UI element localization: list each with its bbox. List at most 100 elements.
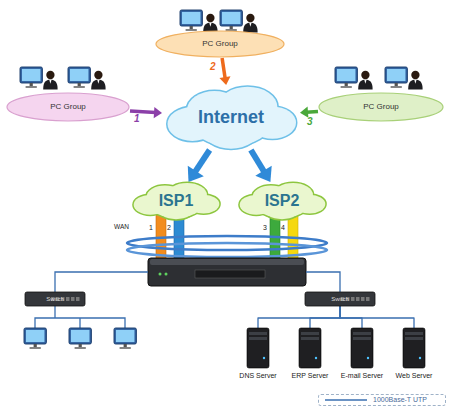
server-node: ERP Server xyxy=(285,328,335,380)
pc-icon xyxy=(180,10,218,32)
arrow-head xyxy=(219,76,230,85)
stand-base xyxy=(30,347,41,349)
screen xyxy=(116,330,135,342)
pc-icon xyxy=(385,67,423,89)
connector-line xyxy=(258,306,340,328)
server-bay xyxy=(405,332,423,335)
legend-line xyxy=(325,399,367,400)
group-ellipse-shape xyxy=(156,31,284,57)
switch-port xyxy=(76,297,80,301)
router-ports xyxy=(195,270,265,278)
server-bay xyxy=(405,337,423,340)
person-head xyxy=(361,71,369,79)
connector-line xyxy=(340,306,414,328)
wire xyxy=(55,272,148,292)
group-ellipse-shape xyxy=(319,93,443,121)
person-head xyxy=(94,71,102,79)
server-node: DNS Server xyxy=(233,328,283,380)
person-body xyxy=(91,80,105,90)
switch-label: Switch xyxy=(46,296,64,303)
switch-box: Switch xyxy=(305,292,375,306)
monitor xyxy=(114,328,136,344)
arrow-head xyxy=(188,166,204,182)
server-node-outline xyxy=(285,328,335,380)
switch-port xyxy=(361,297,365,301)
connector xyxy=(219,58,230,85)
wire xyxy=(306,272,340,292)
stand-base xyxy=(75,347,86,349)
person-body xyxy=(43,80,57,90)
stand xyxy=(190,26,193,29)
connector-line xyxy=(306,110,318,114)
person-shirt xyxy=(414,80,416,84)
pc-icon xyxy=(114,328,136,349)
connector-line xyxy=(310,306,340,328)
arrow-head xyxy=(154,107,162,118)
server-label: ERP Server xyxy=(292,372,329,380)
person-shirt xyxy=(209,23,211,27)
monitor xyxy=(69,328,91,344)
monitor xyxy=(335,67,357,83)
server-bay xyxy=(353,332,371,335)
switch-port xyxy=(66,297,70,301)
cloud-label: ISP2 xyxy=(265,192,300,210)
pc-icon xyxy=(68,67,106,89)
stand xyxy=(124,344,127,347)
stand xyxy=(230,26,233,29)
pc-icon xyxy=(220,10,258,32)
pc-icon xyxy=(69,328,91,349)
port-number: 3 xyxy=(263,224,267,231)
server-bay xyxy=(353,337,371,340)
legend-sample xyxy=(323,395,369,405)
switch-port xyxy=(351,297,355,301)
server-bay xyxy=(301,337,319,340)
port-number: 4 xyxy=(281,224,285,231)
connector xyxy=(340,306,414,328)
server-body xyxy=(299,328,321,368)
wire xyxy=(79,318,80,328)
screen xyxy=(71,330,90,342)
group-label: PC Group xyxy=(363,103,399,112)
person-shirt xyxy=(97,80,99,84)
port-number: 1 xyxy=(149,224,153,231)
isp-cloud: ISP1 xyxy=(130,182,222,220)
server-label: DNS Server xyxy=(239,372,276,380)
port-number: 2 xyxy=(167,224,171,231)
server-node-outline xyxy=(233,328,283,380)
switch-body xyxy=(305,292,375,306)
router-body xyxy=(148,258,306,286)
group-ellipse: PC Group xyxy=(318,92,444,122)
monitor xyxy=(385,67,407,83)
stand-base xyxy=(341,86,352,88)
cloud-label: Internet xyxy=(198,108,264,128)
router-led xyxy=(165,273,168,276)
person-head xyxy=(46,71,54,79)
person-shirt xyxy=(49,80,51,84)
screen xyxy=(182,12,201,24)
group-label: PC Group xyxy=(50,103,86,112)
server-bay xyxy=(249,337,267,340)
wire xyxy=(35,318,125,328)
server-label: Web Server xyxy=(396,372,433,380)
connector xyxy=(258,306,340,328)
stand-base xyxy=(74,86,85,88)
server-node: E-mail Server xyxy=(337,328,387,380)
ring xyxy=(127,243,327,257)
pc-icon xyxy=(24,328,46,349)
connector-line xyxy=(251,150,265,173)
router xyxy=(148,258,306,286)
arrow-head xyxy=(255,166,271,182)
server-led xyxy=(315,357,317,359)
router-led xyxy=(159,273,162,276)
connector-line xyxy=(222,58,225,79)
stand xyxy=(34,344,37,347)
stand-base xyxy=(391,86,402,88)
person-shirt xyxy=(249,23,251,27)
switch-box: Switch xyxy=(25,292,85,306)
server-led xyxy=(367,357,369,359)
port-group-label: WAN xyxy=(114,224,129,231)
legend-box: 1000Base-T UTP xyxy=(318,394,446,406)
